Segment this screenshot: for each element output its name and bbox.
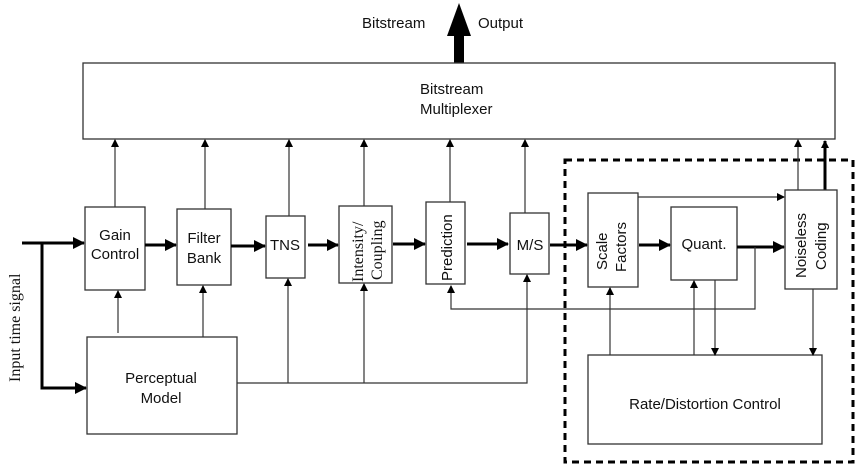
output-right-label: Output bbox=[478, 15, 524, 32]
coupling-label: Coupling bbox=[369, 220, 386, 280]
scale-factors-block: Scale Factors bbox=[587, 192, 639, 288]
filter-bank-label-1: Filter bbox=[187, 230, 220, 247]
perceptual-model-connections bbox=[114, 274, 531, 384]
noiseless-label: Noiseless bbox=[793, 213, 810, 278]
output-arrow bbox=[447, 3, 471, 63]
quantization-loop-region bbox=[563, 158, 855, 464]
filter-bank-block: Filter Bank bbox=[176, 208, 232, 286]
input-time-signal-label: Input time signal bbox=[7, 273, 24, 382]
prediction-block: Prediction bbox=[425, 201, 466, 285]
intensity-label: Intensity/ bbox=[350, 221, 367, 282]
multiplexer-label-line2: Multiplexer bbox=[420, 101, 493, 118]
bitstream-multiplexer-block: Bitstream Multiplexer bbox=[82, 62, 836, 140]
output-left-label: Bitstream bbox=[362, 15, 425, 32]
gain-control-block: Gain Control bbox=[84, 206, 146, 291]
rate-distortion-label: Rate/Distortion Control bbox=[629, 396, 781, 413]
prediction-label: Prediction bbox=[439, 214, 456, 281]
coding-label: Coding bbox=[813, 222, 830, 270]
multiplexer-label-line1: Bitstream bbox=[420, 81, 483, 98]
ms-label: M/S bbox=[517, 237, 544, 254]
feedback-line bbox=[447, 247, 756, 310]
factors-label: Factors bbox=[613, 222, 630, 272]
rate-distortion-connections bbox=[606, 280, 817, 356]
rate-distortion-control-block: Rate/Distortion Control bbox=[587, 354, 823, 445]
model-label: Model bbox=[141, 390, 182, 407]
tns-block: TNS bbox=[265, 215, 306, 279]
quant-label: Quant. bbox=[681, 236, 726, 253]
mux-input-arrows bbox=[111, 139, 829, 216]
intensity-coupling-block: Intensity/ Coupling bbox=[338, 205, 393, 284]
ms-block: M/S bbox=[509, 212, 550, 275]
tns-label: TNS bbox=[270, 237, 300, 254]
gain-control-label-2: Control bbox=[91, 246, 139, 263]
perceptual-model-block: Perceptual Model bbox=[86, 336, 238, 435]
perceptual-label: Perceptual bbox=[125, 370, 197, 387]
input-signal-path bbox=[22, 237, 87, 394]
quant-block: Quant. bbox=[670, 206, 738, 281]
scale-label: Scale bbox=[594, 232, 611, 270]
noiseless-coding-block: Noiseless Coding bbox=[784, 189, 838, 290]
gain-control-label-1: Gain bbox=[99, 227, 131, 244]
filter-bank-label-2: Bank bbox=[187, 250, 222, 267]
